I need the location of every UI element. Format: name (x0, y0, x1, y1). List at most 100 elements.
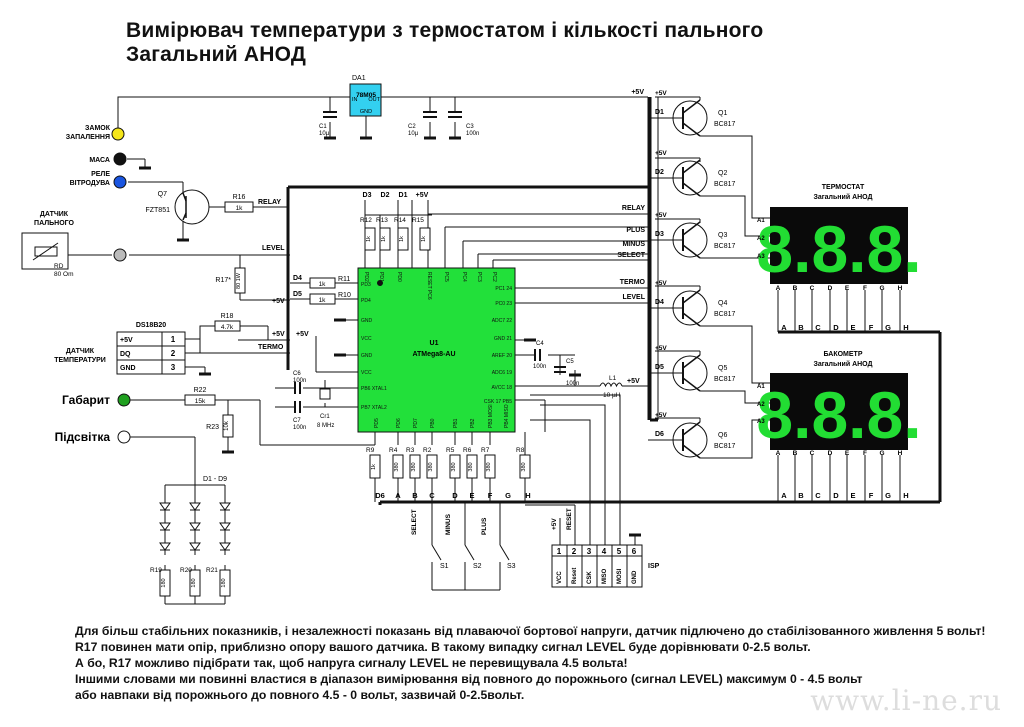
r7 (484, 454, 496, 479)
q-drive-label: D1 (655, 109, 664, 116)
r9-value: 1k (371, 464, 377, 470)
r15-label: R15 (412, 217, 424, 224)
rd-value: 80 Om (54, 271, 74, 278)
svg-text:PD5: PD5 (374, 418, 380, 428)
svg-text:G: G (879, 450, 884, 457)
note-line-5: або навпаки від порожнього до повного 4.… (75, 688, 525, 702)
r22 (184, 394, 216, 406)
transistor-lead (682, 221, 701, 236)
svg-text:PD1: PD1 (378, 272, 384, 282)
leds-label: D1 - D9 (203, 476, 227, 483)
select-net-bottom: SELECT (411, 509, 418, 535)
r5-value: 380 (451, 462, 457, 471)
r12 (364, 227, 376, 251)
q-drive-label: D2 (655, 169, 664, 176)
c7-label: C7 (293, 418, 301, 424)
r14 (397, 227, 409, 251)
r4 (392, 454, 404, 479)
r7-value: 380 (486, 462, 492, 471)
note-line-1: Для більш стабільних показників, і незал… (75, 624, 986, 638)
transistor-lead (682, 182, 701, 197)
r10 (309, 293, 336, 305)
ds-pin-2: DQ (120, 351, 131, 358)
r5 (449, 454, 461, 479)
q-drive-label: D3 (655, 231, 664, 238)
mcu-pin1-dot (377, 280, 383, 286)
q7-type: FZT851 (145, 207, 170, 214)
top-d1: D1 (399, 192, 408, 199)
r20 (189, 569, 201, 597)
ground-terminal (113, 152, 127, 166)
disp1-digits: 8.8.8. (756, 212, 921, 286)
svg-text:3: 3 (587, 547, 592, 556)
temp-sensor-label-1: ДАТЧИК (66, 348, 95, 355)
r15 (419, 227, 431, 251)
r18 (214, 320, 241, 332)
c7-value: 100n (293, 425, 306, 431)
svg-text:MOSI: MOSI (617, 568, 623, 584)
q7-transistor (174, 189, 210, 225)
r18-label: R18 (221, 313, 234, 320)
svg-text:RESET PC6: RESET PC6 (426, 272, 432, 300)
svg-text:MISO: MISO (602, 568, 608, 584)
title-line-1: Вимірювач температури з термостатом і кі… (126, 19, 764, 42)
q-supply-label: +5V (655, 345, 667, 352)
title-line-2: Загальний АНОД (126, 43, 306, 66)
da1-label: DA1 (352, 75, 366, 82)
c1-label: C1 (319, 124, 327, 130)
transistor-lead (682, 244, 701, 259)
p5v-net-3: +5V (296, 331, 309, 338)
svg-text:ADC7 22: ADC7 22 (492, 318, 513, 324)
svg-text:PD3: PD3 (361, 282, 371, 288)
q-type-label: BC817 (714, 243, 736, 250)
top-p5v: +5V (416, 192, 429, 199)
svg-text:F: F (869, 491, 874, 500)
habaryt-label: Габарит (62, 393, 110, 407)
q-supply-label: +5V (655, 150, 667, 157)
r3-label: R3 (406, 447, 415, 454)
svg-text:A: A (395, 491, 401, 500)
r23-label: R23 (206, 424, 219, 431)
ds-num-3: 3 (171, 363, 176, 372)
r18-value: 4.7k (221, 324, 234, 331)
temp-sensor-label-2: ТЕМПЕРАТУРИ (54, 357, 106, 364)
level-net-label: LEVEL (262, 245, 285, 252)
svg-text:H: H (898, 450, 903, 457)
ds-num-1: 1 (171, 335, 176, 344)
r5-label: R5 (446, 447, 455, 454)
svg-text:C: C (810, 285, 815, 292)
transistor-lead (682, 377, 701, 392)
r21-value: 180 (221, 578, 227, 587)
svg-text:PC0 23: PC0 23 (495, 301, 512, 307)
r22-value: 15k (195, 398, 206, 405)
p5v-net-avcc: +5V (627, 378, 640, 385)
r8-value: 380 (521, 462, 527, 471)
r17 (234, 267, 246, 294)
svg-text:RELAY: RELAY (622, 205, 645, 212)
svg-text:E: E (845, 450, 850, 457)
svg-text:A: A (776, 285, 781, 292)
ds18b20-label: DS18B20 (136, 322, 166, 329)
r19 (159, 569, 171, 597)
svg-text:PB3 MOSI: PB3 MOSI (488, 404, 494, 428)
svg-text:C: C (429, 491, 435, 500)
svg-text:A1: A1 (757, 218, 765, 224)
cr1-value: 8 MHz (317, 423, 334, 429)
c5-label: C5 (566, 359, 574, 365)
r4-label: R4 (389, 447, 398, 454)
svg-text:C: C (815, 491, 821, 500)
transistor-lead (682, 159, 701, 174)
isp-reset-net: RESET (566, 508, 573, 530)
c6-label: C6 (293, 371, 301, 377)
svg-text:B: B (793, 450, 798, 457)
svg-text:VCC: VCC (361, 370, 372, 376)
c2-label: C2 (408, 124, 416, 130)
crystal-cr1 (319, 388, 331, 400)
q-name-label: Q1 (718, 110, 727, 117)
reg-label: 78M05 (356, 92, 376, 99)
relay-terminal (113, 175, 127, 189)
